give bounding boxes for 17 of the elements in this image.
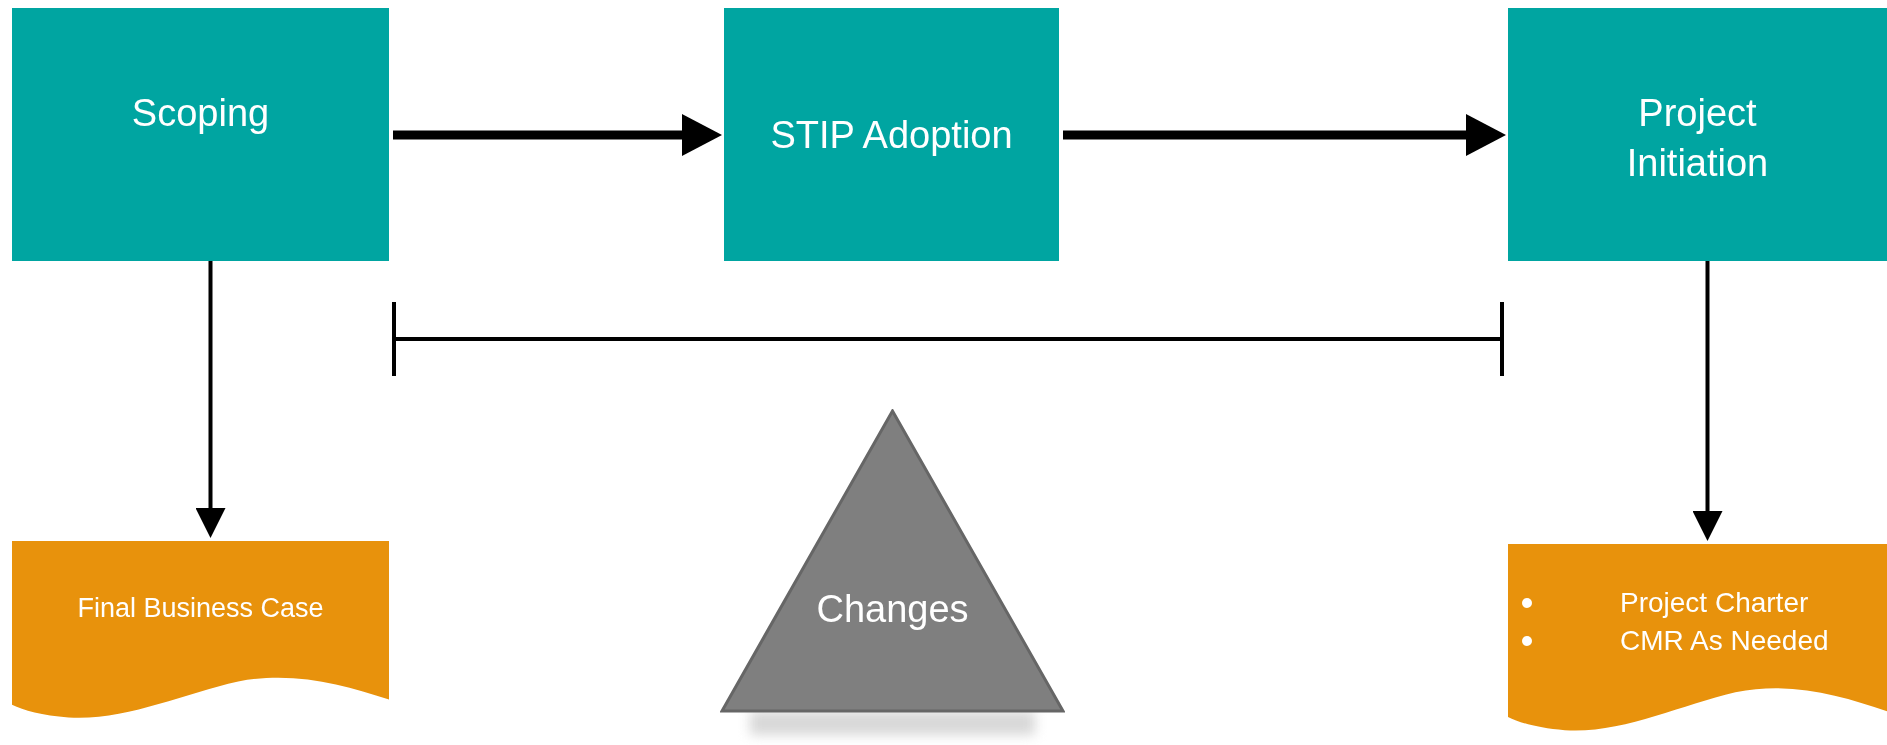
box-title: STIP Adoption: [770, 112, 1013, 158]
arrow: [1063, 114, 1506, 156]
process-box: [1508, 8, 1887, 261]
document-shape: [12, 541, 389, 721]
box-title: Project Initiation: [1625, 91, 1770, 186]
triangle-shape: [720, 409, 1065, 713]
document-shape: [1508, 544, 1887, 734]
process-box: [12, 8, 389, 261]
document-label: Final Business Case: [77, 592, 324, 625]
triangle-label: Changes: [816, 587, 969, 631]
list-item: CMR As Needed: [1620, 624, 1829, 658]
arrow: [393, 114, 722, 156]
process-box: [724, 8, 1059, 261]
box-title: Scoping: [131, 91, 270, 136]
list-item: Project Charter: [1620, 586, 1809, 620]
arrow: [1692, 261, 1723, 541]
arrow: [195, 261, 226, 538]
